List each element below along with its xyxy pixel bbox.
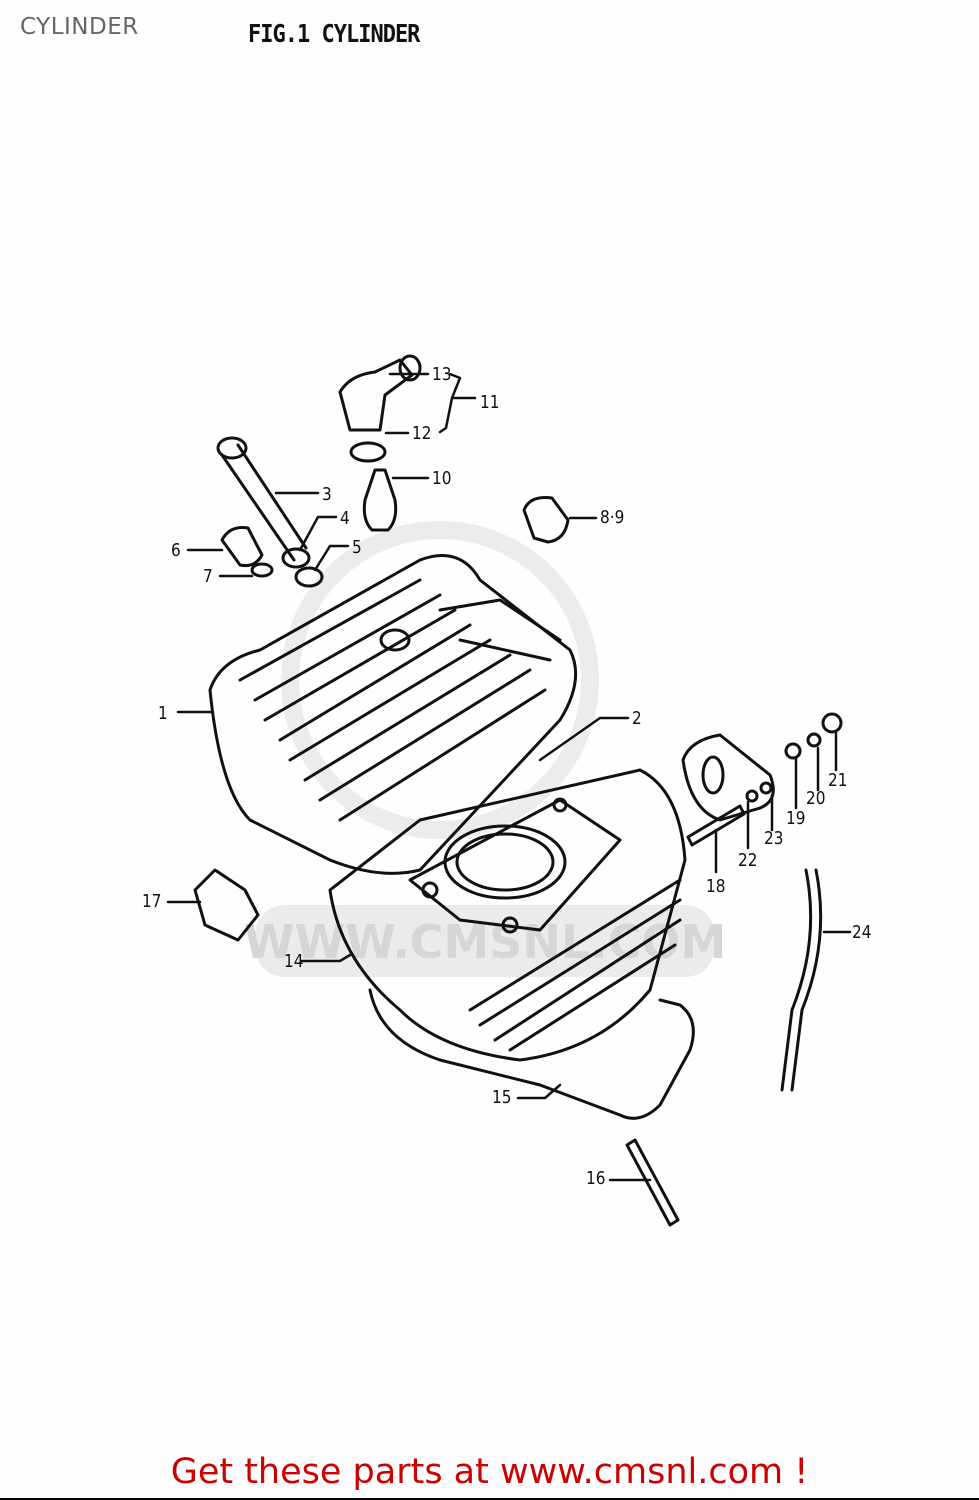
spark-plug-part-10: [362, 468, 398, 532]
callout-23: 23: [764, 828, 784, 849]
cap-end-part-13: [398, 354, 422, 382]
plug-part-6: [220, 526, 264, 567]
callout-22: 22: [738, 850, 758, 871]
callout-21: 21: [828, 770, 848, 791]
footer-promo-link[interactable]: Get these parts at www.cmsnl.com !: [170, 1452, 809, 1492]
callout-11: 11: [480, 392, 500, 413]
washer-part-5: [294, 566, 324, 588]
callout-14: 14: [284, 951, 304, 972]
callout-1: 1: [158, 703, 168, 724]
manifold-part: [681, 733, 775, 822]
hose-part-24: [780, 868, 823, 1092]
plug-cap-part-11: [338, 358, 414, 432]
cap-part-8-9: [522, 496, 570, 544]
callout-20: 20: [806, 788, 826, 809]
ring-part-7: [250, 562, 274, 578]
gasket-part-15: [368, 988, 695, 1120]
callout-7: 7: [203, 566, 213, 587]
callout-2: 2: [632, 708, 642, 729]
callout-19: 19: [786, 808, 806, 829]
callout-3: 3: [322, 484, 332, 505]
callout-8-9: 8·9: [600, 507, 625, 528]
callout-10: 10: [432, 468, 452, 489]
callout-12: 12: [412, 423, 432, 444]
cylinder-head-part-1: [208, 554, 578, 875]
callout-13: 13: [432, 364, 452, 385]
nut-part-21: [821, 712, 843, 734]
callout-6: 6: [171, 540, 181, 561]
tube-part-3: [220, 443, 308, 562]
leader-lines: [166, 372, 852, 1182]
washer-part-23: [759, 781, 773, 795]
block-part-17: [193, 868, 260, 942]
footer-divider: [0, 1498, 979, 1500]
cap-seal-part-12: [349, 441, 387, 463]
washer-part-20: [806, 732, 822, 748]
page-title: CYLINDER: [20, 14, 139, 40]
washer-part-4: [281, 547, 311, 569]
callout-5: 5: [352, 537, 362, 558]
callout-24: 24: [852, 922, 872, 943]
washer-part-22: [745, 789, 759, 803]
callout-18: 18: [706, 876, 726, 897]
stud-part-18: [686, 804, 746, 847]
stud-part-16: [625, 1138, 680, 1227]
callout-16: 16: [586, 1168, 606, 1189]
washer-part-19: [784, 742, 802, 760]
callout-15: 15: [492, 1087, 512, 1108]
watermark-logo: WWW.CMSNL.COM: [244, 521, 726, 977]
callout-17: 17: [142, 891, 162, 912]
figure-title: FIG.1 CYLINDER: [248, 20, 420, 49]
cylinder-part-14: [328, 768, 687, 1062]
callout-4: 4: [340, 508, 350, 529]
